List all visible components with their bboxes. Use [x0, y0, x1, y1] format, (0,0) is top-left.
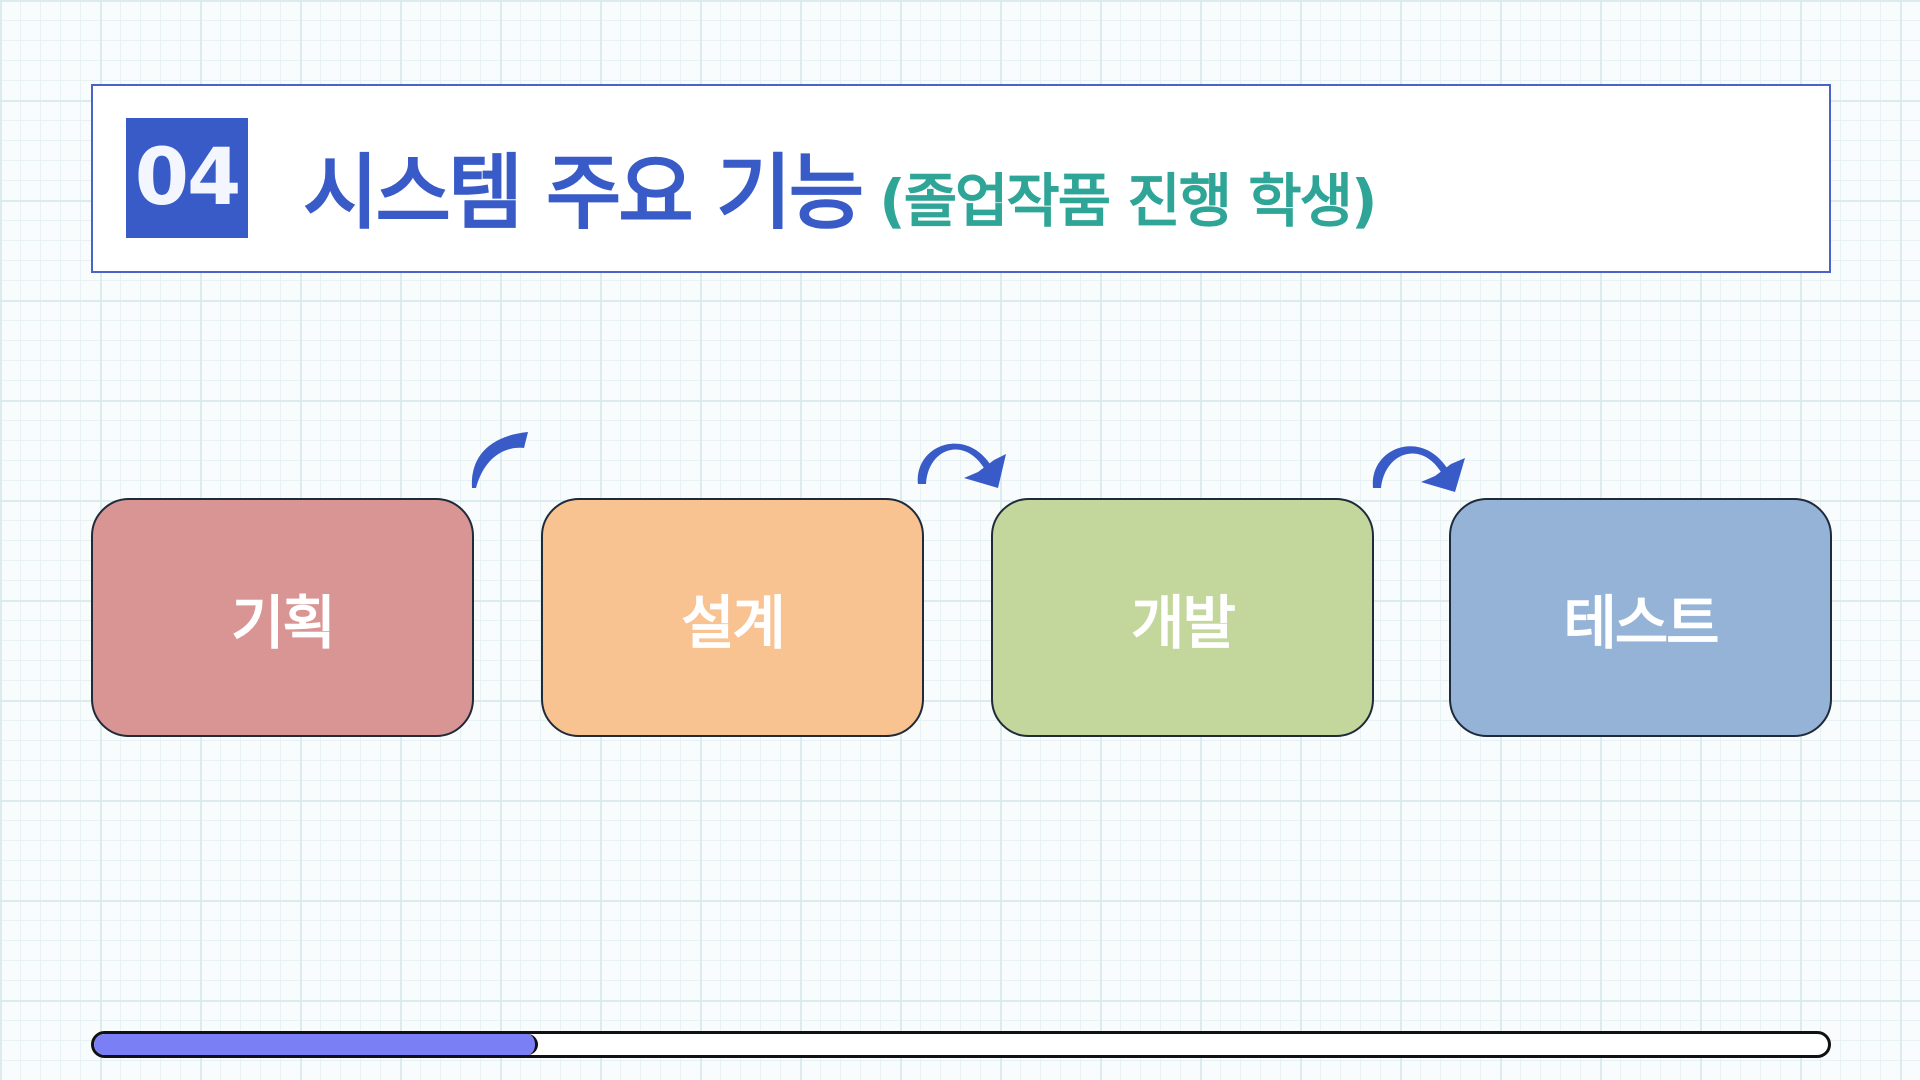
step-label: 기획 [231, 588, 336, 657]
step-planning: 기획 [91, 498, 474, 737]
slide-header: 04 시스템 주요 기능(졸업작품 진행 학생) [91, 84, 1831, 273]
slide-title: 시스템 주요 기능(졸업작품 진행 학생) [303, 126, 1377, 245]
section-number: 04 [126, 118, 248, 238]
step-test: 테스트 [1449, 498, 1832, 737]
curved-arrow-icon [471, 432, 528, 488]
curved-arrow-icon [917, 443, 1006, 488]
progress-fill [94, 1034, 538, 1055]
slide-subtitle: (졸업작품 진행 학생) [879, 167, 1377, 235]
progress-bar [91, 1031, 1831, 1058]
title-text: 시스템 주요 기능 [303, 146, 864, 241]
step-design: 설계 [541, 498, 924, 737]
curved-arrow-icon [1372, 446, 1465, 492]
step-label: 개발 [1131, 588, 1236, 657]
step-development: 개발 [991, 498, 1374, 737]
step-label: 설계 [681, 588, 786, 657]
step-label: 테스트 [1563, 588, 1719, 657]
